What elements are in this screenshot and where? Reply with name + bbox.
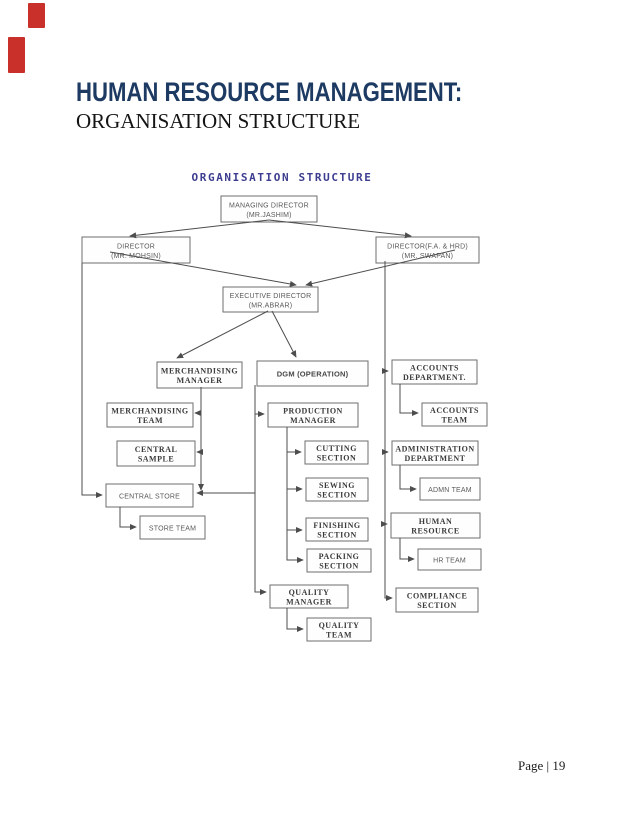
svg-text:EXECUTIVE DIRECTOR(MR.ABRAR): EXECUTIVE DIRECTOR(MR.ABRAR) — [230, 293, 312, 310]
org-connector — [384, 261, 393, 602]
org-box-central-store: CENTRAL STORE — [105, 483, 194, 508]
org-connector — [129, 219, 270, 239]
org-box-dgm-operation: DGM (OPERATION) — [256, 360, 369, 387]
org-connector — [399, 465, 417, 493]
org-box-director-fa-hrd: DIRECTOR(F.A. & HRD)(MR. SWAPAN) — [375, 236, 480, 264]
org-connector — [399, 538, 415, 563]
svg-text:MANAGING DIRECTOR(MR.JASHIM): MANAGING DIRECTOR(MR.JASHIM) — [229, 202, 309, 219]
org-box-admn-team: ADMN TEAM — [419, 477, 481, 501]
org-connector — [286, 608, 304, 633]
page-subtitle: ORGANISATION STRUCTURE — [76, 109, 361, 133]
org-connector — [305, 249, 456, 287]
org-box-store-team: STORE TEAM — [139, 515, 206, 540]
org-connector — [286, 427, 304, 564]
red-mark — [8, 37, 25, 73]
svg-text:ADMN TEAM: ADMN TEAM — [428, 487, 472, 494]
org-connector — [254, 385, 267, 596]
page-title: HUMAN RESOURCE MANAGEMENT: — [76, 77, 463, 107]
org-connector — [268, 219, 412, 239]
org-connector — [81, 263, 103, 499]
org-chart-title: ORGANISATION STRUCTURE — [191, 171, 373, 184]
page-number: Page | 19 — [518, 758, 566, 773]
org-box-executive-director: EXECUTIVE DIRECTOR(MR.ABRAR) — [222, 286, 319, 313]
red-mark — [28, 3, 45, 28]
org-chart-connectors — [81, 219, 456, 633]
svg-text:DGM (OPERATION): DGM (OPERATION) — [277, 370, 349, 379]
org-box-hr-team: HR TEAM — [417, 548, 482, 571]
org-connector — [176, 310, 269, 359]
org-box-director-mohsin: DIRECTOR(MR. MOHSIN) — [81, 236, 191, 264]
org-connector — [109, 251, 297, 287]
org-box-managing-director: MANAGING DIRECTOR(MR.JASHIM) — [220, 195, 318, 223]
org-connector — [399, 384, 419, 417]
svg-text:HR TEAM: HR TEAM — [433, 558, 466, 565]
org-connector — [271, 310, 297, 358]
org-connector — [119, 507, 137, 531]
org-chart-boxes: MANAGING DIRECTOR(MR.JASHIM) DIRECTOR(MR.… — [81, 195, 488, 642]
svg-text:CENTRAL STORE: CENTRAL STORE — [119, 494, 180, 501]
svg-text:STORE TEAM: STORE TEAM — [149, 526, 196, 533]
